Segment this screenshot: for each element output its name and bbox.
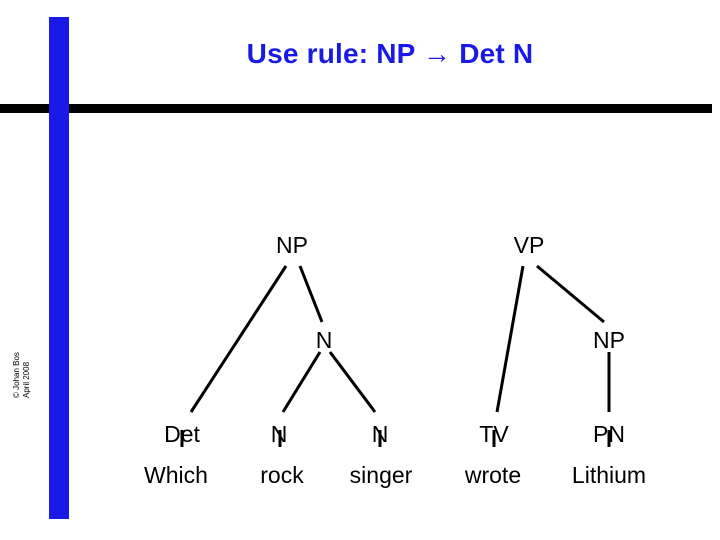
tree-node: N	[315, 327, 333, 353]
tree-edge	[189, 265, 288, 413]
tree-node: N	[371, 421, 389, 447]
title-rule-left	[0, 104, 49, 113]
tree-node: VP	[513, 232, 545, 258]
title-rule-right	[69, 104, 712, 113]
tree-node: NP	[593, 327, 625, 353]
tree-edge	[495, 265, 525, 413]
tree-node: PN	[593, 421, 625, 447]
tree-leaf: Lithium	[571, 462, 647, 488]
accent-bar	[49, 17, 69, 519]
tree-edge	[298, 265, 324, 323]
page-title: Use rule: NP → Det N	[246, 38, 534, 69]
tree-node: TV	[479, 421, 509, 447]
tree-edge	[328, 351, 377, 413]
tree-leaf: rock	[260, 462, 304, 488]
tree-node: Det	[164, 421, 200, 447]
tree-node: N	[270, 421, 288, 447]
tree-node: NP	[276, 232, 308, 258]
tree-leaf: wrote	[464, 462, 522, 488]
tree-edge	[536, 264, 605, 324]
tree-leaf: Which	[144, 462, 208, 488]
tree-leaf: singer	[349, 462, 413, 488]
tree-edge	[281, 351, 322, 413]
